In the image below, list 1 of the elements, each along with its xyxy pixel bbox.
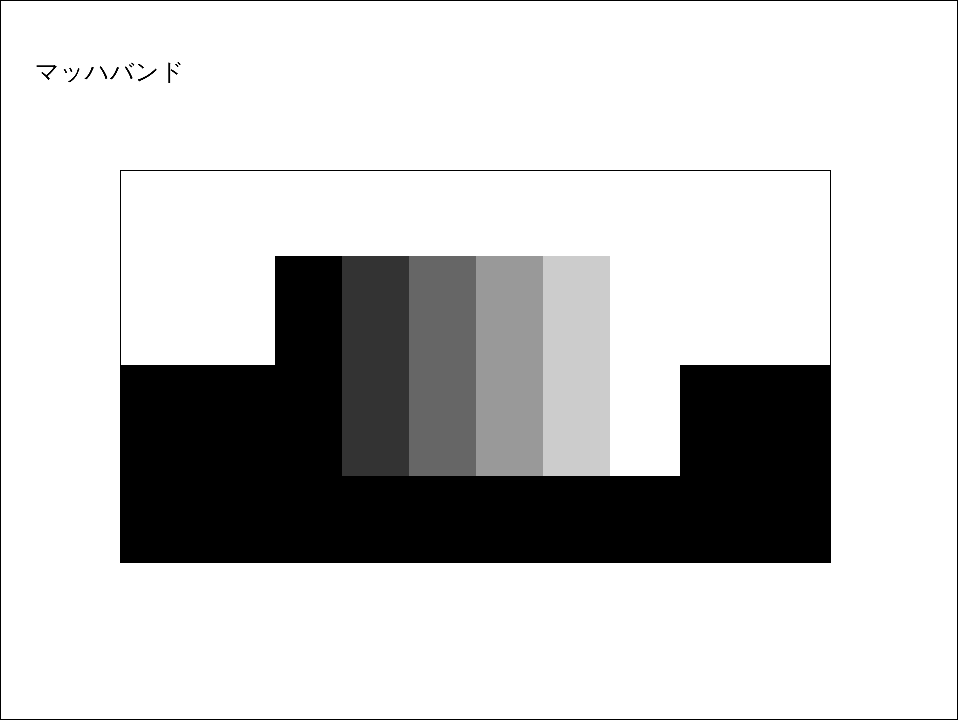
title: マッハバンド	[35, 57, 185, 88]
